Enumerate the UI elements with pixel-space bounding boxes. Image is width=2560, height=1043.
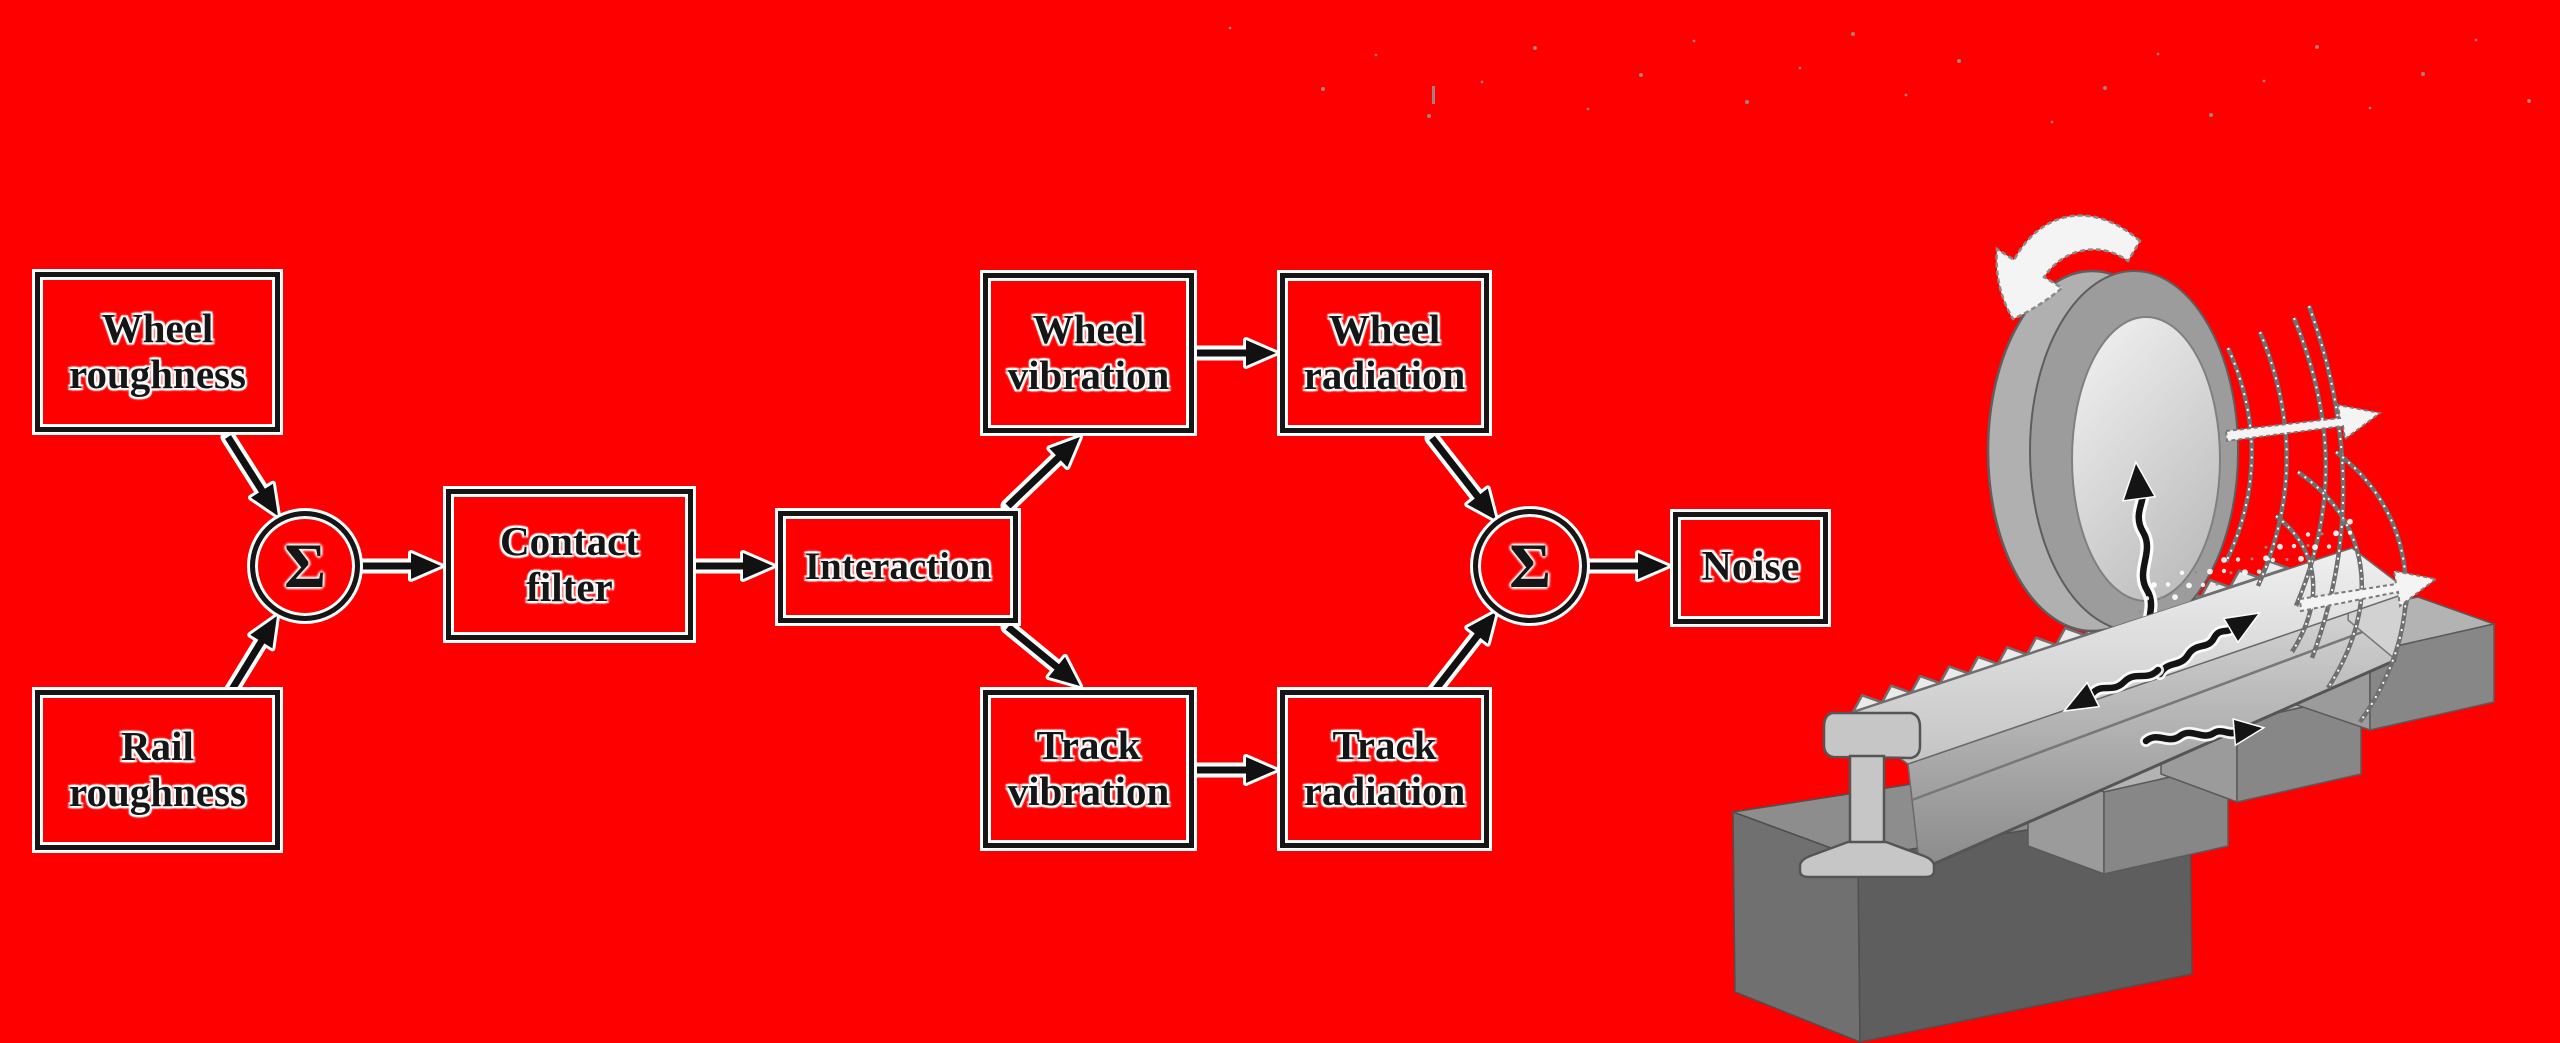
contact-spray-dots: [2138, 518, 2353, 614]
node-interaction: Interaction: [778, 511, 1018, 623]
track-sound-waves-icon: [2274, 450, 2409, 724]
wheel-rail-illustration: [1730, 214, 2497, 1043]
node-wheel-roughness: Wheel roughness: [35, 272, 280, 432]
node-label: Rail roughness: [69, 723, 246, 815]
sum-junction-output: Σ: [1473, 509, 1587, 623]
node-wheel-vibration: Wheel vibration: [983, 273, 1194, 433]
train-wheel: [1986, 269, 2239, 655]
node-label: Wheel radiation: [1303, 306, 1466, 398]
node-label: Track vibration: [1007, 722, 1170, 814]
rotation-arrow-icon: [1995, 214, 2142, 321]
speckle-noise: [1228, 26, 2531, 124]
node-track-vibration: Track vibration: [983, 690, 1194, 848]
flow-arrows: [220, 337, 1671, 786]
wheel-radiation-arrow-icon: [2224, 403, 2383, 443]
node-noise: Noise: [1673, 512, 1828, 624]
node-label: Noise: [1701, 544, 1800, 591]
sum-junction-input: Σ: [250, 511, 360, 621]
node-contact-filter: Contact filter: [446, 489, 693, 640]
node-label: Wheel vibration: [1007, 306, 1170, 398]
rail-profile: [1798, 711, 1936, 879]
node-label: Wheel roughness: [69, 305, 246, 397]
sigma-symbol: Σ: [284, 530, 326, 601]
node-track-radiation: Track radiation: [1280, 690, 1489, 848]
node-label: Contact filter: [500, 517, 639, 610]
rail-wavy-arrows: [2062, 611, 2266, 747]
node-wheel-radiation: Wheel radiation: [1280, 273, 1489, 433]
track-radiation-arrow-icon: [2298, 569, 2439, 613]
sigma-symbol: Σ: [1509, 530, 1551, 601]
node-rail-roughness: Rail roughness: [35, 690, 280, 850]
node-label: Interaction: [804, 545, 992, 589]
node-label: Track radiation: [1303, 722, 1466, 814]
